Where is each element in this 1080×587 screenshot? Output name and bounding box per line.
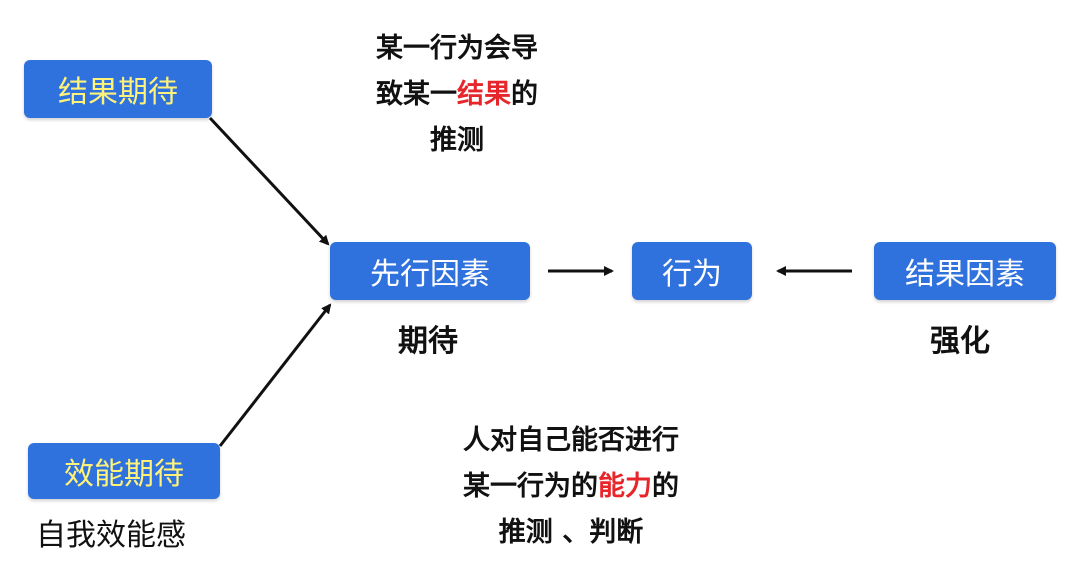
outcome-note-line3: 推测 xyxy=(430,125,484,156)
arrow-efficacy-to-antecedent xyxy=(218,303,332,447)
outcome-factor-label: 结果因素 xyxy=(905,257,1025,292)
efficacy-note-highlight: 能力 xyxy=(598,471,652,502)
antecedent-factor-label: 先行因素 xyxy=(370,257,490,292)
outcome-expectation-label: 结果期待 xyxy=(58,75,178,110)
efficacy-note-line2: 某一行为的能力的 xyxy=(463,471,679,502)
outcome-expectation-note: 某一行为会导 致某一结果的 推测 xyxy=(352,26,562,164)
efficacy-expectation-label: 效能期待 xyxy=(64,457,184,492)
reinforcement-label: 强化 xyxy=(930,324,990,359)
antecedent-factor-box: 先行因素 xyxy=(330,242,530,300)
arrow-outcome-to-antecedent xyxy=(208,116,330,246)
behavior-box: 行为 xyxy=(632,242,752,300)
outcome-factor-box: 结果因素 xyxy=(874,242,1056,300)
efficacy-expectation-box: 效能期待 xyxy=(28,443,220,499)
efficacy-note-line1: 人对自己能否进行 xyxy=(463,425,679,456)
behavior-label: 行为 xyxy=(662,257,722,292)
outcome-note-line2: 致某一结果的 xyxy=(376,79,538,110)
outcome-note-highlight: 结果 xyxy=(457,79,511,110)
efficacy-expectation-note: 人对自己能否进行 某一行为的能力的 推测 、判断 xyxy=(446,418,696,556)
outcome-expectation-box: 结果期待 xyxy=(24,60,212,118)
self-efficacy-label: 自我效能感 xyxy=(36,518,186,553)
expectation-label: 期待 xyxy=(398,324,458,359)
efficacy-note-line3: 推测 、判断 xyxy=(498,517,644,548)
outcome-note-line1: 某一行为会导 xyxy=(376,33,538,64)
